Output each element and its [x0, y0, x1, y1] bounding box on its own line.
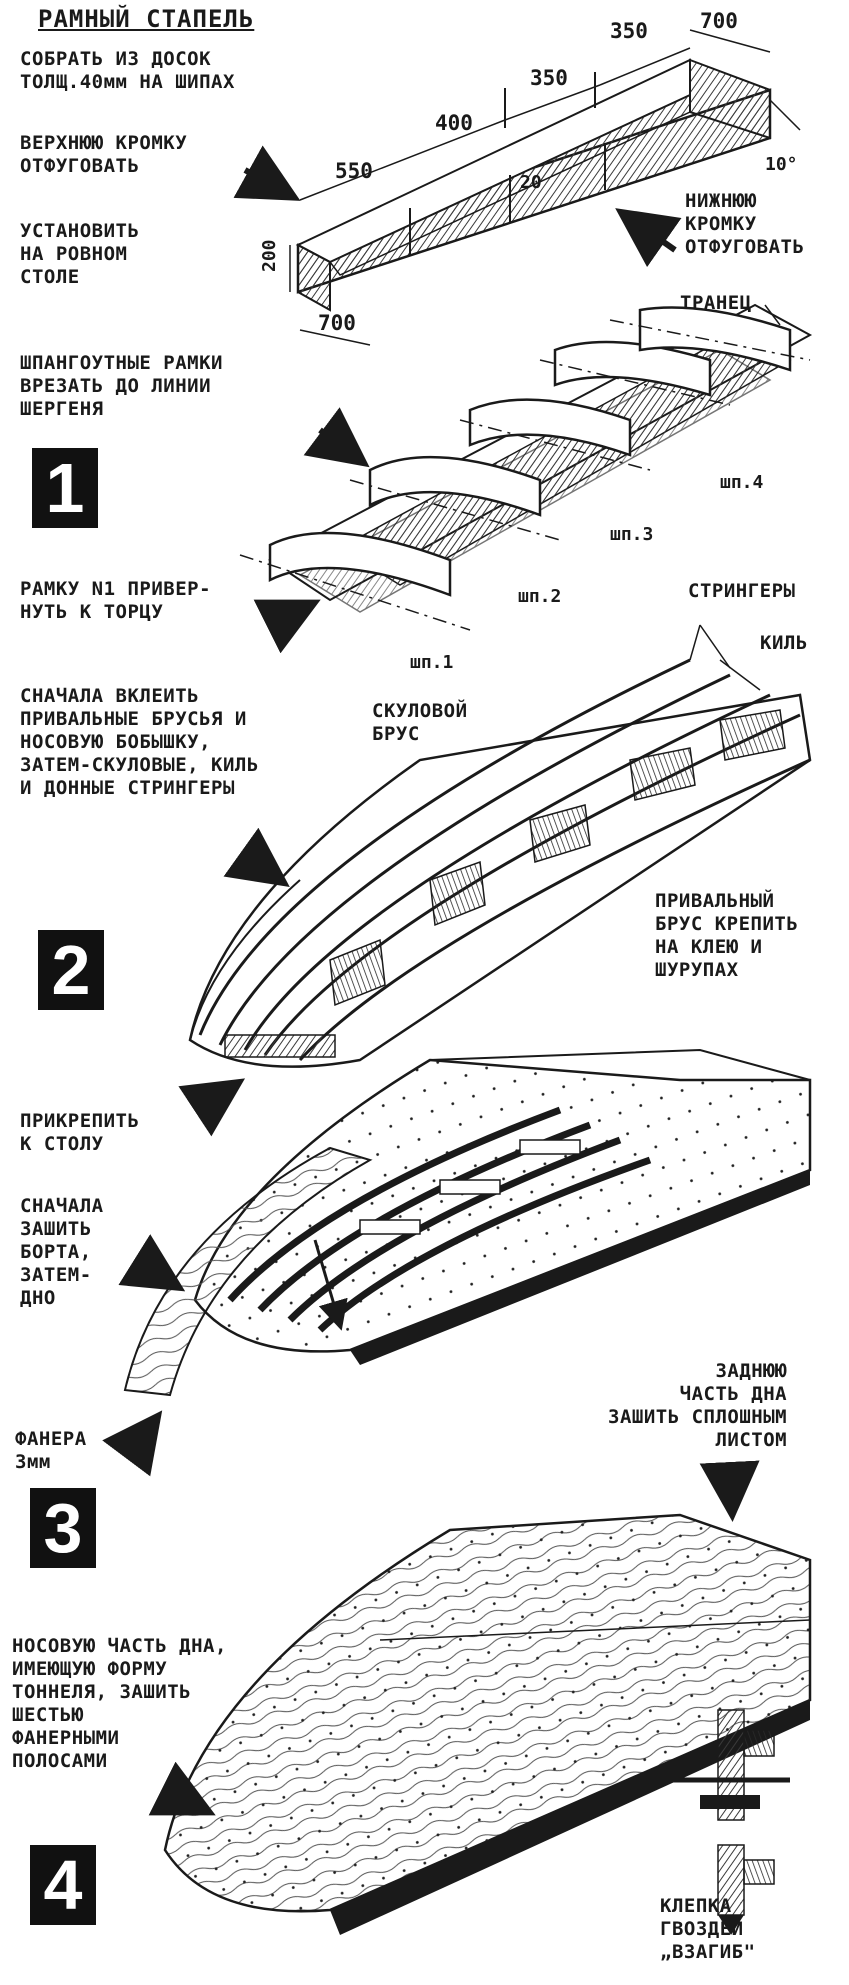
hull-plating	[102, 1048, 812, 1477]
label-keel: КИЛЬ	[760, 632, 808, 654]
note-bottom-edge: НИЖНЮЮ КРОМКУ ОТФУГОВАТЬ	[685, 190, 805, 258]
label-stringers: СТРИНГЕРЫ	[688, 580, 796, 602]
note-install: УСТАНОВИТЬ НА РОВНОМ СТОЛЕ	[20, 220, 140, 288]
jig-frame: 550 400 350 350 700 20 200 700 10°	[233, 9, 801, 346]
frame-label-3: шп.3	[610, 524, 653, 545]
label-transom: ТРАНЕЦ	[680, 292, 752, 314]
note-top-edge: ВЕРХНЮЮ КРОМКУ ОТФУГОВАТЬ	[20, 132, 188, 177]
note-rivet: КЛЕПКА ГВОЗДЕЙ „ВЗАГИБ"	[660, 1895, 756, 1963]
note-attach: ПРИКРЕПИТЬ К СТОЛУ	[20, 1110, 140, 1155]
note-rear-bottom: ЗАДНЮЮ ЧАСТЬ ДНА ЗАШИТЬ СПЛОШНЫМ ЛИСТОМ	[608, 1360, 788, 1451]
page-title: РАМНЫЙ СТАПЕЛЬ	[38, 5, 255, 33]
step-marker-1: 1	[32, 448, 98, 528]
dim-20: 20	[520, 172, 542, 193]
note-gunwale: ПРИВАЛЬНЫЙ БРУС КРЕПИТЬ НА КЛЕЮ И ШУРУПА…	[655, 890, 799, 981]
hull-framework	[188, 624, 812, 1068]
rivet-detail	[640, 1709, 790, 1935]
note-frame1: РАМКУ N1 ПРИВЕР- НУТЬ К ТОРЦУ	[20, 578, 212, 623]
dim-400: 400	[435, 111, 473, 135]
dim-200: 200	[259, 239, 280, 272]
dim-350a: 350	[530, 66, 568, 90]
step-marker-4: 4	[30, 1845, 96, 1925]
note-sides-first: СНАЧАЛА ЗАШИТЬ БОРТА, ЗАТЕМ- ДНО	[20, 1195, 104, 1309]
note-assemble: СОБРАТЬ ИЗ ДОСОК ТОЛЩ.40мм НА ШИПАХ	[20, 48, 235, 93]
frame-label-2: шп.2	[518, 586, 561, 607]
note-frames-cut: ШПАНГОУТНЫЕ РАМКИ ВРЕЗАТЬ ДО ЛИНИИ ШЕРГЕ…	[20, 352, 223, 420]
step-marker-3: 3	[30, 1488, 96, 1568]
step-marker-2: 2	[38, 930, 104, 1010]
dim-350b: 350	[610, 19, 648, 43]
frame-label-1: шп.1	[410, 652, 453, 673]
frame-label-4: шп.4	[720, 472, 764, 493]
note-bow-bottom: НОСОВУЮ ЧАСТЬ ДНА, ИМЕЮЩУЮ ФОРМУ ТОННЕЛЯ…	[12, 1635, 227, 1772]
note-glue-first: СНАЧАЛА ВКЛЕИТЬ ПРИВАЛЬНЫЕ БРУСЬЯ И НОСО…	[20, 685, 259, 799]
finished-hull	[148, 1460, 812, 1935]
dim-angle: 10°	[765, 154, 798, 175]
frames-assembly: шп.1 шп.2 шп.3 шп.4	[239, 303, 813, 673]
dim-700-top: 700	[700, 9, 738, 33]
dim-550: 550	[335, 159, 373, 183]
dim-700-bottom: 700	[318, 311, 356, 335]
label-chine: СКУЛОВОЙ БРУС	[372, 700, 468, 745]
label-plywood: ФАНЕРА 3мм	[15, 1428, 87, 1473]
